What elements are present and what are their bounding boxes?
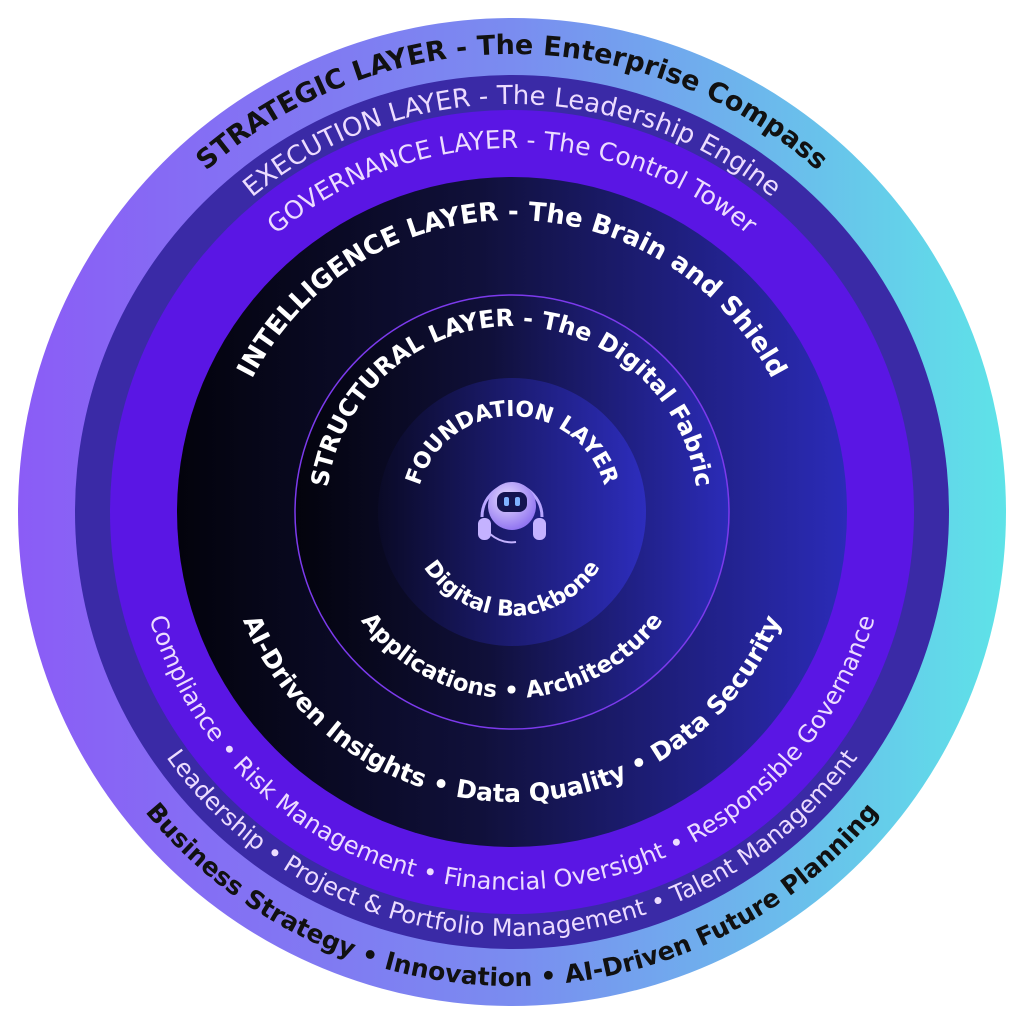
robot-headset-icon [478,482,546,544]
